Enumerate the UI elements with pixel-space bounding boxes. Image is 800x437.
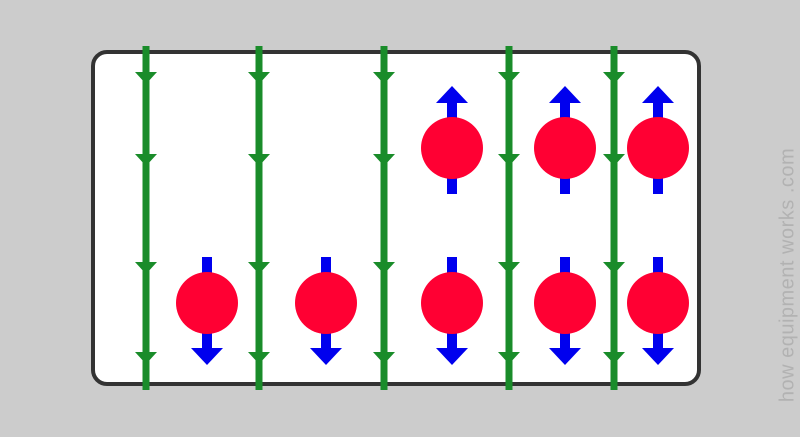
particle-circle bbox=[534, 117, 596, 179]
particle bbox=[421, 86, 483, 194]
field-arrow-icon bbox=[498, 352, 520, 364]
field-arrow-icon bbox=[135, 72, 157, 84]
particle bbox=[421, 257, 483, 365]
particle-circle bbox=[295, 272, 357, 334]
particle-circle bbox=[176, 272, 238, 334]
sample-box bbox=[91, 50, 701, 386]
field-arrow-icon bbox=[603, 262, 625, 274]
field-arrow-icon bbox=[373, 72, 395, 84]
spin-up-arrow-icon bbox=[436, 86, 468, 103]
particle-circle bbox=[534, 272, 596, 334]
particle-circle bbox=[627, 272, 689, 334]
particle bbox=[534, 257, 596, 365]
field-arrow-icon bbox=[248, 262, 270, 274]
field-arrow-icon bbox=[135, 154, 157, 166]
field-arrow-icon bbox=[603, 154, 625, 166]
magnetic-field-lines bbox=[135, 46, 625, 390]
field-arrow-icon bbox=[248, 72, 270, 84]
field-arrow-icon bbox=[498, 262, 520, 274]
particle bbox=[534, 86, 596, 194]
spin-down-arrow-icon bbox=[642, 348, 674, 365]
particle-circle bbox=[421, 117, 483, 179]
particle bbox=[627, 86, 689, 194]
particle bbox=[176, 257, 238, 365]
spin-up-arrow-icon bbox=[642, 86, 674, 103]
field-arrow-icon bbox=[603, 352, 625, 364]
spin-down-arrow-icon bbox=[191, 348, 223, 365]
particle-circle bbox=[627, 117, 689, 179]
field-arrow-icon bbox=[498, 72, 520, 84]
field-arrow-icon bbox=[248, 154, 270, 166]
field-arrow-icon bbox=[135, 352, 157, 364]
field-arrow-icon bbox=[135, 262, 157, 274]
field-arrow-icon bbox=[248, 352, 270, 364]
watermark: how equipment works .com bbox=[776, 147, 799, 403]
particles bbox=[176, 86, 689, 365]
spin-down-arrow-icon bbox=[549, 348, 581, 365]
particle-circle bbox=[421, 272, 483, 334]
particle bbox=[295, 257, 357, 365]
spin-down-arrow-icon bbox=[436, 348, 468, 365]
field-arrow-icon bbox=[603, 72, 625, 84]
field-arrow-icon bbox=[373, 352, 395, 364]
spin-down-arrow-icon bbox=[310, 348, 342, 365]
spin-up-arrow-icon bbox=[549, 86, 581, 103]
field-arrow-icon bbox=[373, 154, 395, 166]
field-arrow-icon bbox=[373, 262, 395, 274]
particle bbox=[627, 257, 689, 365]
field-arrow-icon bbox=[498, 154, 520, 166]
